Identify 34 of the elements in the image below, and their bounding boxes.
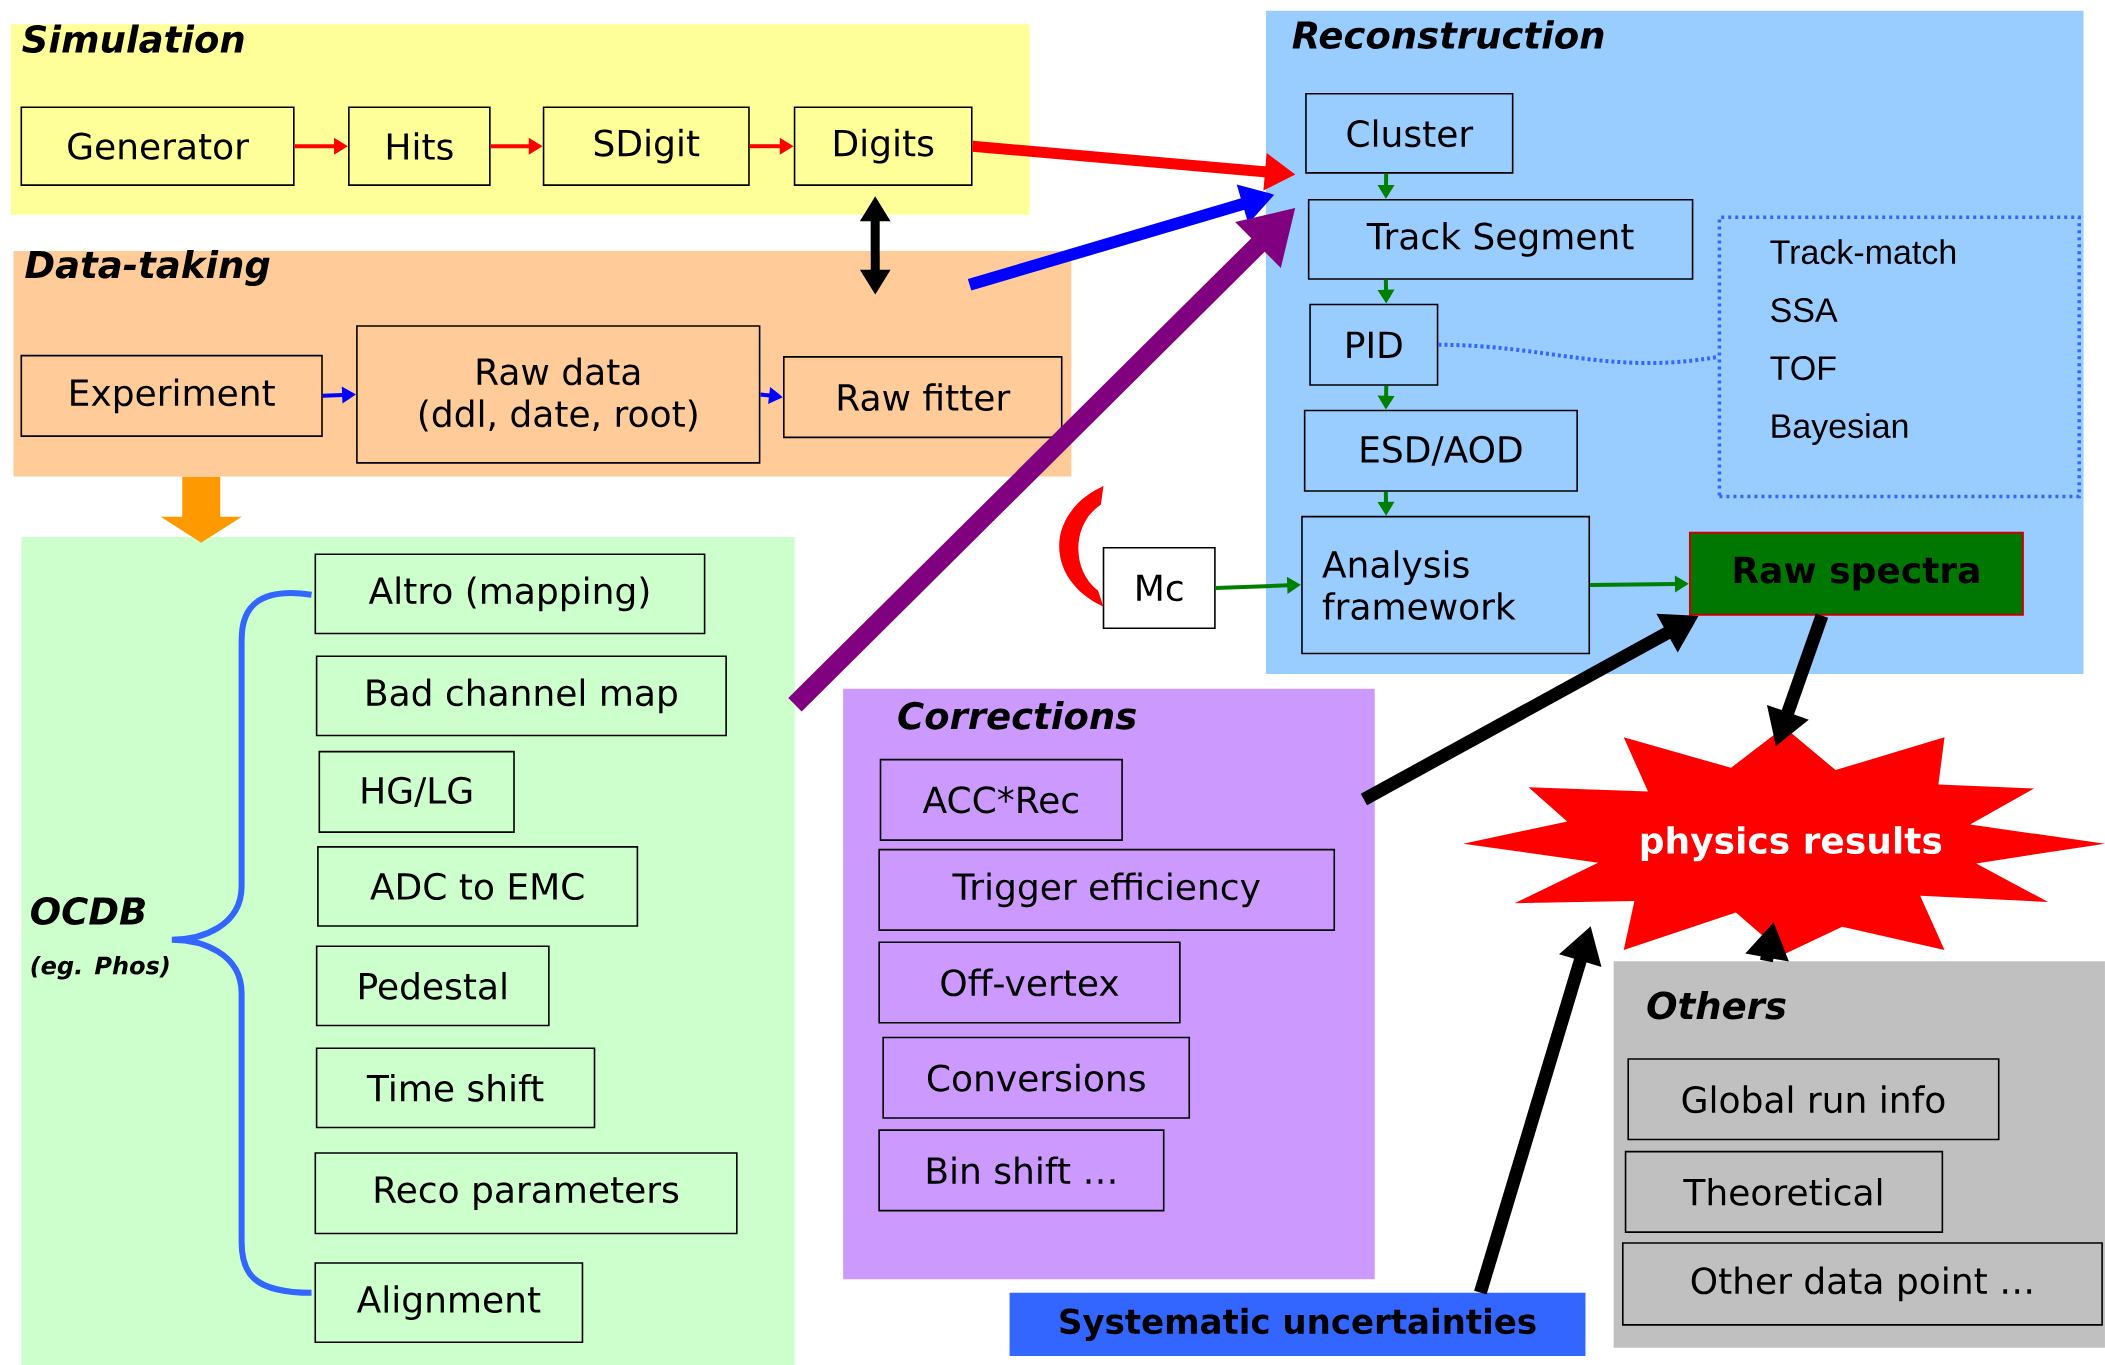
label-box: Bad channel map — [315, 655, 727, 737]
label-box: Alignment — [314, 1262, 584, 1344]
label-box: Conversions — [882, 1036, 1191, 1119]
label-box: ACC*Rec — [879, 758, 1123, 841]
label-box: Systematic uncertainties — [1009, 1292, 1586, 1356]
label-box: Time shift — [315, 1047, 596, 1129]
label-box: Analysis framework — [1301, 515, 1591, 655]
label-box: Raw spectra — [1688, 531, 2024, 616]
label-box: Mc — [1102, 546, 1216, 630]
label-box: Off-vertex — [878, 941, 1181, 1024]
label-box: SDigit — [542, 106, 750, 186]
label-box: Trigger efficiency — [878, 848, 1336, 931]
label-box: Pedestal — [315, 945, 550, 1027]
label-box: Track Segment — [1307, 199, 1694, 280]
label-box: Bin shift … — [878, 1129, 1165, 1212]
dotted-box: Track-match SSA TOF Bayesian — [1717, 215, 2081, 499]
label-box: Raw fitter — [783, 356, 1063, 439]
label-box: Digits — [793, 106, 973, 186]
label-box: ESD/AOD — [1303, 409, 1578, 492]
label-box: Global run info — [1627, 1058, 2000, 1141]
label-box: Cluster — [1305, 92, 1514, 174]
label-box: Generator — [20, 106, 295, 186]
label-box: Other data point … — [1622, 1242, 2103, 1326]
starburst: physics results — [1463, 727, 2105, 955]
label-box: HG/LG — [318, 750, 515, 833]
label-box: Altro (mapping) — [314, 553, 706, 635]
label-box: Hits — [348, 106, 491, 186]
label-box: PID — [1309, 303, 1439, 386]
label-box: ADC to EMC — [317, 846, 639, 927]
connector-line — [1438, 342, 1718, 365]
label-box: Experiment — [20, 354, 323, 437]
label-box: Raw data (ddl, date, root) — [356, 325, 761, 464]
label-box: Theoretical — [1624, 1150, 1944, 1233]
label-box: Reco parameters — [314, 1152, 738, 1235]
